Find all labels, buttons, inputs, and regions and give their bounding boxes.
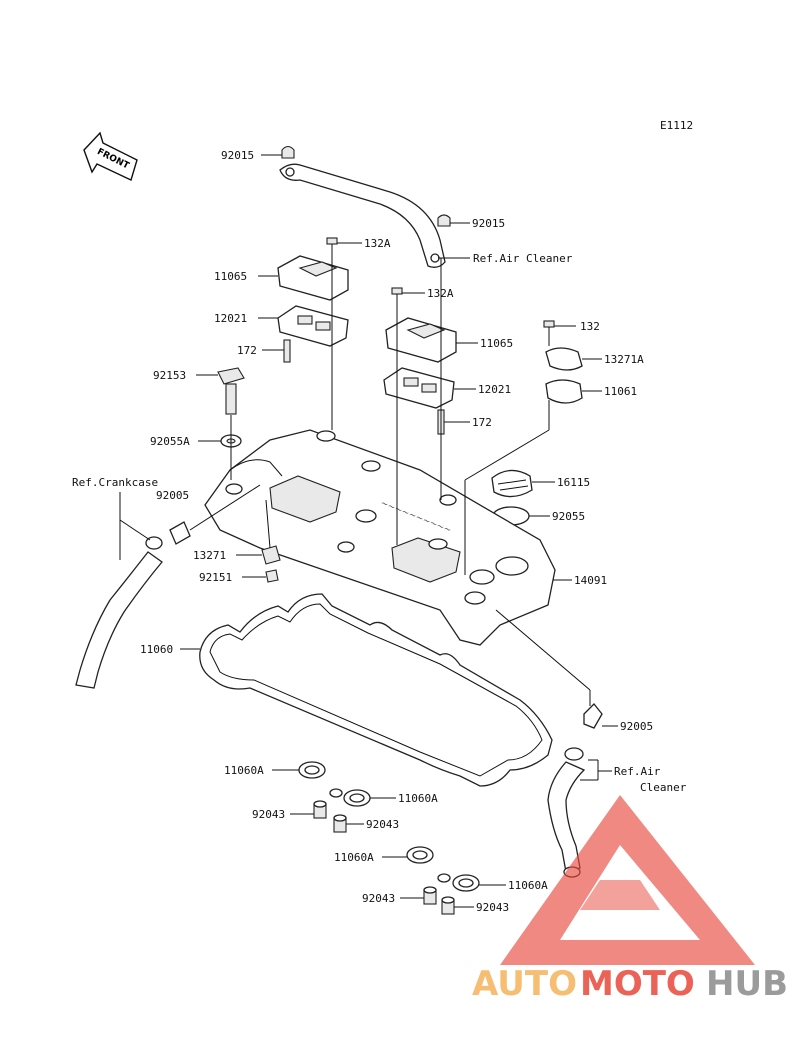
gasket-11061	[545, 379, 583, 404]
oil-filler-cap-16115	[491, 469, 533, 498]
head-cover-gasket-11060	[199, 593, 553, 787]
reed-valve-12021-right	[383, 367, 455, 409]
label-172-left: 172	[237, 344, 257, 357]
bolt-132a-left	[326, 237, 338, 262]
cap-nut-92015-right	[437, 214, 451, 227]
bolt-132	[543, 320, 555, 346]
seal-11060a-3	[406, 846, 434, 864]
label-ref-air-line2: Cleaner	[640, 781, 687, 794]
label-92015-top: 92015	[221, 149, 254, 162]
watermark-text-moto: MOTO	[580, 964, 695, 1004]
cover-plate-11065-left	[277, 255, 349, 301]
label-92153: 92153	[153, 369, 186, 382]
label-ref-air-line1: Ref.Air	[614, 765, 661, 778]
label-92005-left: 92005	[156, 489, 189, 502]
label-132: 132	[580, 320, 600, 333]
label-92055: 92055	[552, 510, 585, 523]
label-92055a: 92055A	[150, 435, 190, 448]
label-132a-right: 132A	[427, 287, 454, 300]
label-ref-air-cleaner-top: Ref.Air Cleaner	[473, 252, 573, 265]
collar-92043-1	[313, 800, 327, 819]
label-11060a-1: 11060A	[224, 764, 264, 777]
label-11065-left: 11065	[214, 270, 247, 283]
label-11065-right: 11065	[480, 337, 513, 350]
diagram-code: E1112	[660, 119, 693, 132]
label-11060a-2: 11060A	[398, 792, 438, 805]
watermark-triangle-icon	[500, 795, 755, 965]
watermark-text-hub: HUB	[706, 964, 788, 1004]
breather-hose-left	[75, 551, 163, 689]
reed-valve-12021-left	[277, 305, 349, 347]
fitting-92005-left	[169, 521, 191, 545]
label-92043-2: 92043	[366, 818, 399, 831]
label-92043-4: 92043	[476, 901, 509, 914]
collar-92043-2	[333, 814, 347, 833]
bolt-92153	[217, 367, 245, 415]
label-132a-left: 132A	[364, 237, 391, 250]
label-14091: 14091	[574, 574, 607, 587]
clamp-right	[564, 747, 584, 761]
collar-92043-3	[423, 886, 437, 905]
cover-plate-11065-right	[385, 317, 457, 363]
label-11061: 11061	[604, 385, 637, 398]
bolt-92151	[265, 569, 279, 583]
label-92043-3: 92043	[362, 892, 395, 905]
seal-11060a-4	[437, 873, 480, 892]
label-ref-crankcase: Ref.Crankcase	[72, 476, 158, 489]
label-92005-right: 92005	[620, 720, 653, 733]
bracket-13271	[261, 545, 281, 565]
label-13271a: 13271A	[604, 353, 644, 366]
label-12021-left: 12021	[214, 312, 247, 325]
label-172-right: 172	[472, 416, 492, 429]
cap-nut-92015-top	[281, 145, 295, 159]
part-labels: 92015 92015 Ref.Air Cleaner 132A 11065 1…	[72, 149, 687, 914]
label-16115: 16115	[557, 476, 590, 489]
cover-13271a	[545, 347, 583, 371]
label-92015-right: 92015	[472, 217, 505, 230]
label-92151: 92151	[199, 571, 232, 584]
collar-92043-4	[441, 896, 455, 915]
label-12021-right: 12021	[478, 383, 511, 396]
watermark-logo: AUTO MOTO HUB	[472, 795, 788, 1004]
label-13271: 13271	[193, 549, 226, 562]
leader-lines	[119, 154, 618, 908]
front-arrow-icon: FRONT	[83, 131, 138, 181]
label-11060: 11060	[140, 643, 173, 656]
bolt-132a-right	[391, 287, 403, 318]
seal-11060a-2	[329, 788, 371, 807]
stud-172-left	[283, 339, 291, 363]
watermark-text-auto: AUTO	[472, 964, 577, 1004]
label-11060a-4: 11060A	[508, 879, 548, 892]
breather-bracket	[279, 163, 446, 268]
label-11060a-3: 11060A	[334, 851, 374, 864]
label-92043-1: 92043	[252, 808, 285, 821]
seal-11060a-1	[298, 761, 326, 779]
cylinder-head-cover-14091: ~~~~~~~~~~	[204, 429, 556, 646]
fitting-92005-right	[583, 703, 603, 729]
